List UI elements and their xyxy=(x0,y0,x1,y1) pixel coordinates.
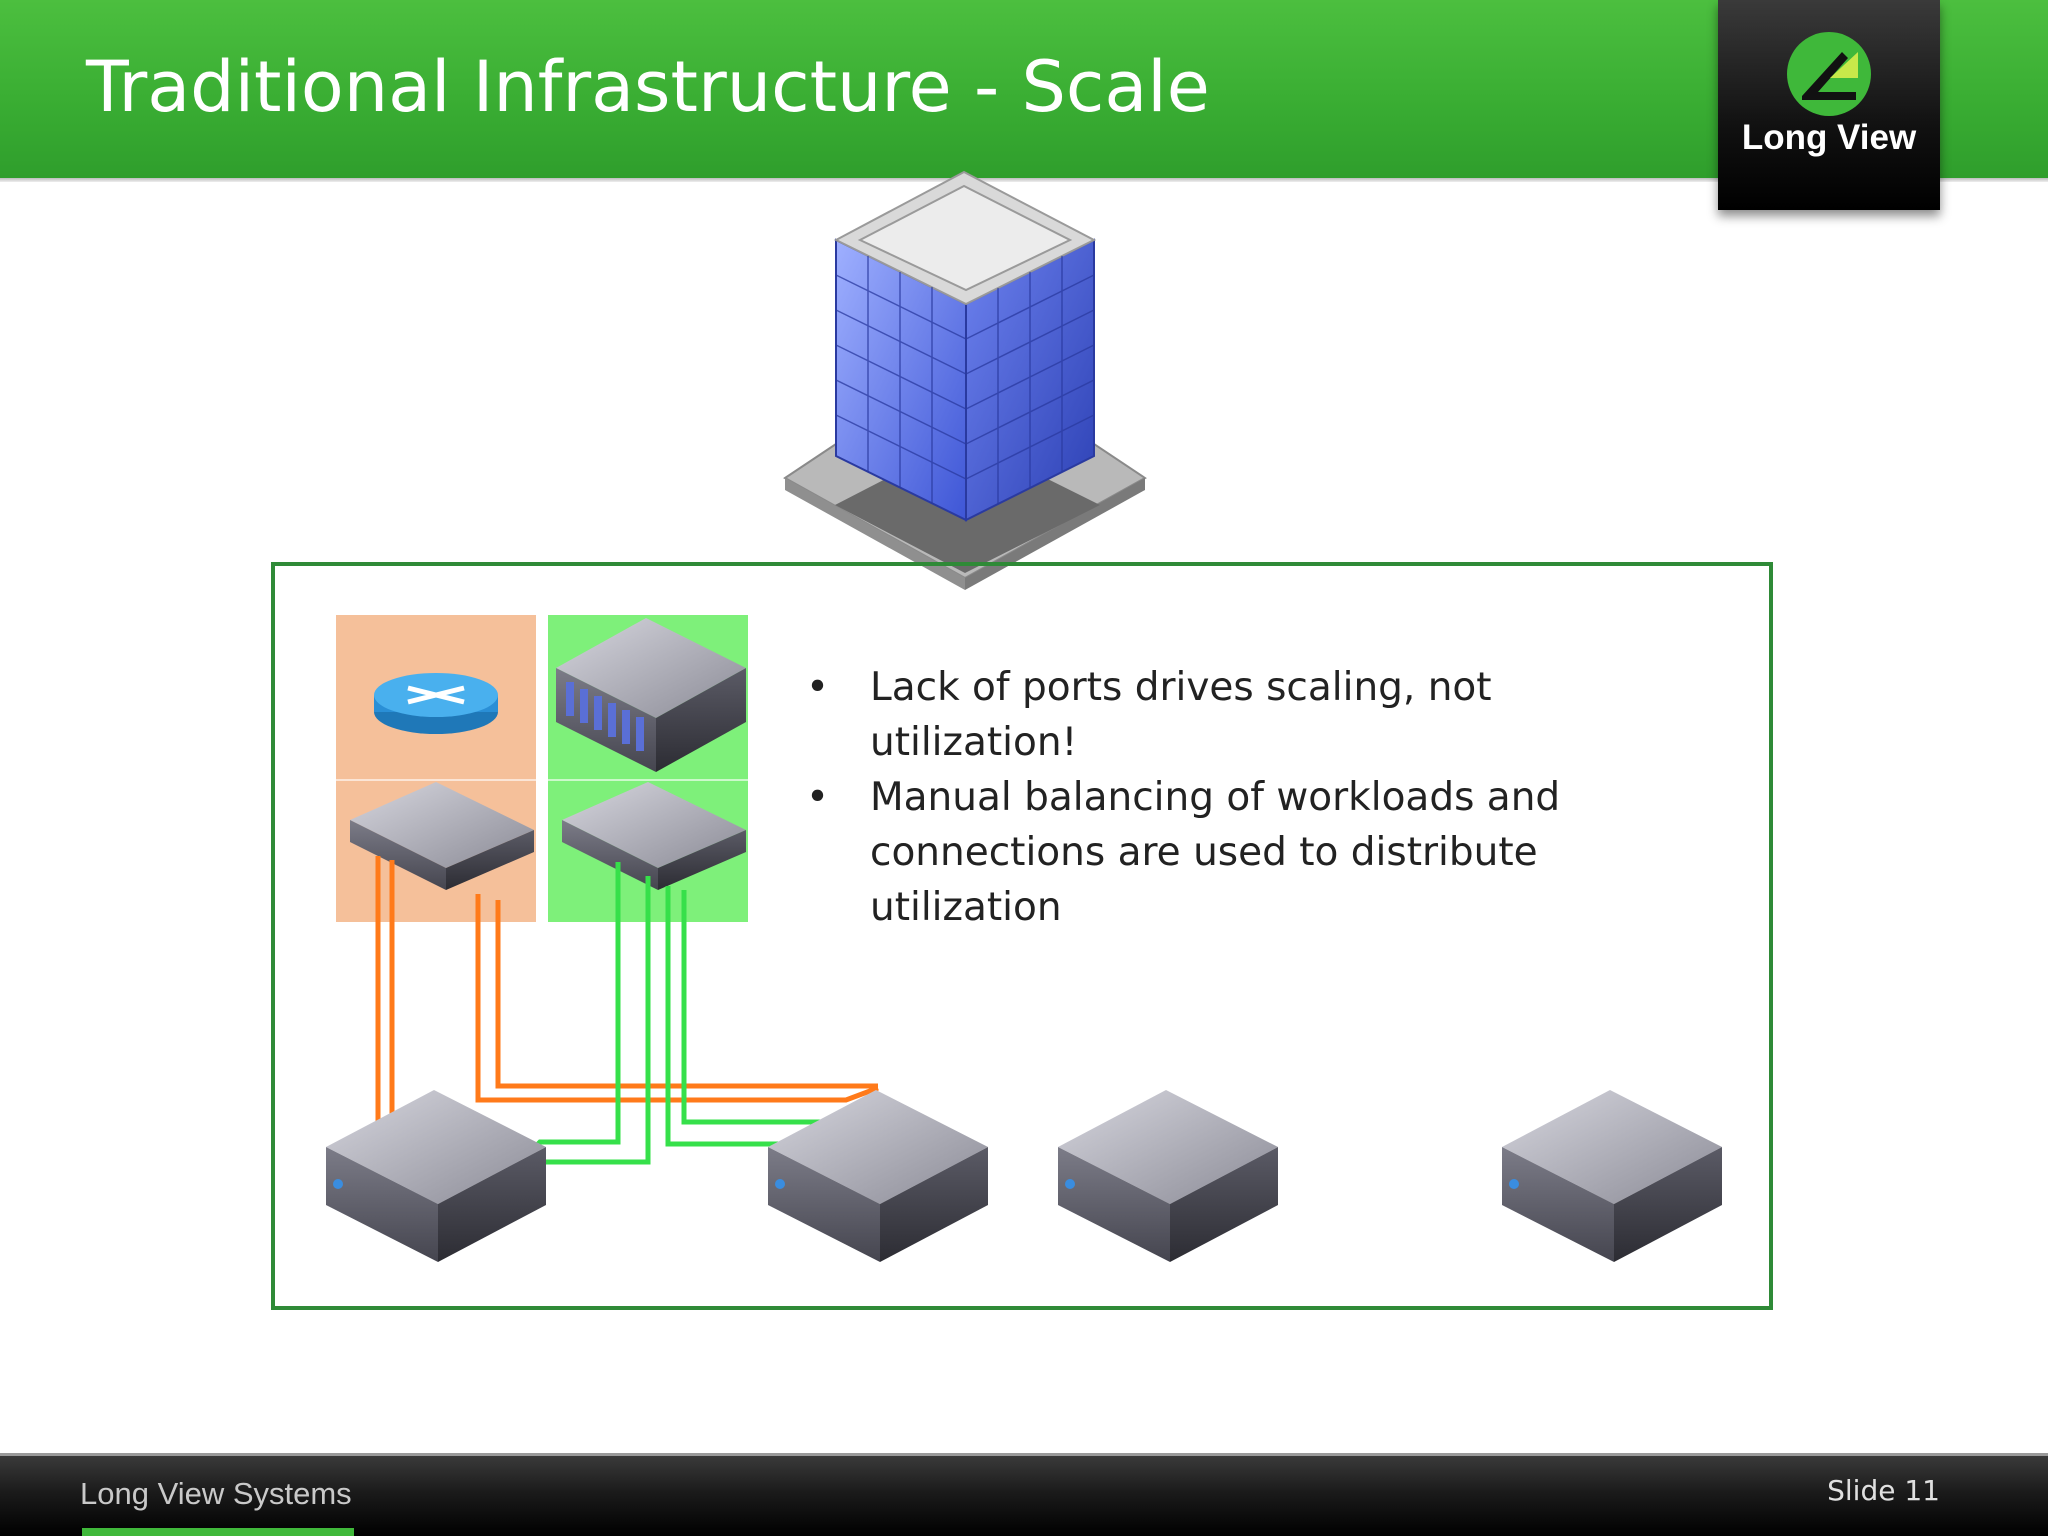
bullet-text: Manual balancing of workloads and connec… xyxy=(870,775,1561,930)
router-icon xyxy=(374,673,498,734)
infrastructure-frame xyxy=(271,562,1773,1310)
long-view-logo-icon xyxy=(1787,32,1871,116)
slide-number: Slide 11 xyxy=(1827,1474,1940,1507)
footer-accent-bar xyxy=(82,1528,354,1536)
header-bar xyxy=(0,0,2048,178)
office-building-icon xyxy=(783,170,1147,590)
network-cables xyxy=(375,856,879,1124)
server-icon xyxy=(1502,1090,1722,1262)
network-switch-icon xyxy=(350,782,534,890)
logo-text: Long View xyxy=(1741,118,1917,157)
infrastructure-diagram xyxy=(326,170,1722,1262)
bullet-item: • Lack of ports drives scaling, not utili… xyxy=(800,660,1700,770)
bullet-item: • Manual balancing of workloads and conne… xyxy=(800,770,1700,935)
slide-title: Traditional Infrastructure - Scale xyxy=(86,46,1210,128)
server-icon xyxy=(326,1090,546,1262)
footer-brand: Long View Systems xyxy=(80,1476,352,1511)
bullet-dot: • xyxy=(806,775,830,820)
footer-divider xyxy=(0,1453,2048,1456)
bullet-dot: • xyxy=(806,665,830,710)
brand-logo: Long View xyxy=(1718,0,1940,210)
network-switch-icon xyxy=(562,782,746,890)
bullet-text: Lack of ports drives scaling, not utiliz… xyxy=(870,665,1492,765)
header-divider xyxy=(0,178,2048,182)
bullet-list: • Lack of ports drives scaling, not utili… xyxy=(800,660,1700,935)
server-icon xyxy=(1058,1090,1278,1262)
footer-bar xyxy=(0,1456,2048,1536)
storage-array-icon xyxy=(556,618,746,772)
server-icon xyxy=(768,1090,988,1262)
